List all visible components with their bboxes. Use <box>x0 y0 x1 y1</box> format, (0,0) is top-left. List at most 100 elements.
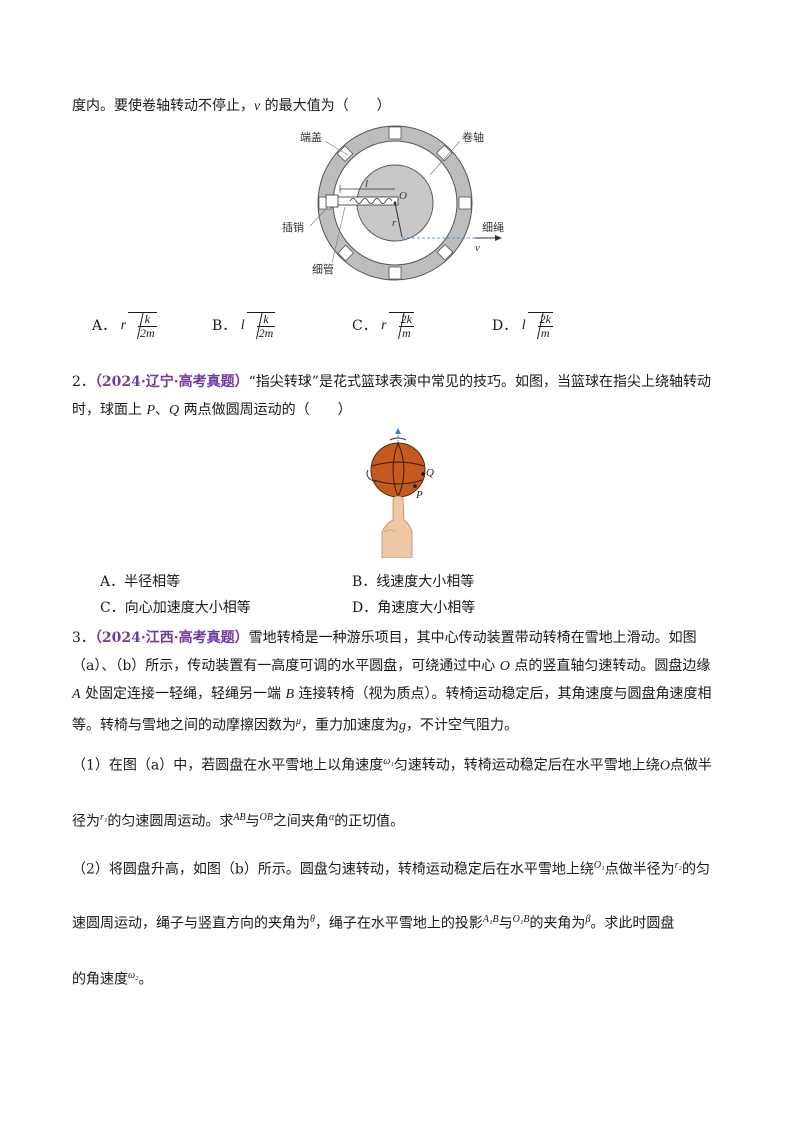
q2-option-b[interactable]: B．线速度大小相等 <box>352 572 474 592</box>
frac-num: 2k <box>398 312 414 327</box>
q3-text: 连接转椅（视为质点）。转椅运动稳定后，其角速度与圆盘角速度相 <box>294 686 712 702</box>
pin <box>325 194 339 208</box>
q3-text: 处固定连接一轻绳，轻绳另一端 <box>80 686 286 702</box>
q3-sub2-text: 的夹角为 <box>529 915 586 932</box>
option-coef: l <box>521 318 526 333</box>
hand <box>381 495 413 558</box>
q2-point-q: Q <box>169 403 180 418</box>
q3-text: （a）、（b）所示，传动装置有一高度可调的水平圆盘，可绕通过中心 <box>72 658 500 674</box>
q3-sub1-text: 的正切值。 <box>334 813 405 830</box>
option-text: 向心加速度大小相等 <box>124 600 251 616</box>
q3-sub2-line-1: （2）将圆盘升高，如图（b）所示。圆盘匀速转动，转椅运动稳定后在水平雪地上绕O₁… <box>72 856 710 880</box>
option-letter: C． <box>352 318 377 334</box>
q3-number: 3． <box>72 630 95 646</box>
spring <box>349 198 393 204</box>
q2-source-tag: （2024·辽宁·高考真题） <box>94 374 249 390</box>
q3-sub2-text: 速圆周运动，绳子与竖直方向的夹角为 <box>72 915 310 932</box>
q3-var-alpha: α <box>328 812 335 823</box>
label-v: v <box>475 242 480 254</box>
q3-sub1-text: 匀速转动，转椅运动稳定后在水平雪地上绕 <box>393 757 660 774</box>
option-letter: B． <box>212 318 237 334</box>
q3-source-tag: （2024·江西·高考真题） <box>94 630 249 646</box>
option-letter: A． <box>100 574 125 590</box>
q2-sep: 、 <box>155 402 170 418</box>
q3-var-ab: AB <box>233 812 246 823</box>
q3-var-r2: r₂ <box>674 860 682 871</box>
q3-sub2-text: （2）将圆盘升高，如图（b）所示。圆盘匀速转动，转椅运动稳定后在水平雪地上绕 <box>72 861 594 878</box>
q3-sub2-text: 。 <box>138 971 153 988</box>
q1-stem-text: 度内。要使卷轴转动不停止， <box>72 98 254 114</box>
q3-sub2-text: 的匀 <box>681 861 710 878</box>
frac-num: k <box>256 313 276 327</box>
option-text: 角速度大小相等 <box>377 600 476 616</box>
option-coef: r <box>381 318 387 333</box>
q3-var-o: O <box>659 758 670 774</box>
frac-num: k <box>138 313 157 327</box>
q2-number: 2． <box>72 374 95 390</box>
q3-text: ，不计空气阻力。 <box>406 717 519 734</box>
q3-var-g: g <box>399 718 407 734</box>
q2-stem-line-1: 2．（2024·辽宁·高考真题）“指尖转球”是花式篮球表演中常见的技巧。如图，当… <box>72 372 711 392</box>
q3-stem-line-4: 等。转椅与雪地之间的动摩擦因数为μ，重力加速度为g，不计空气阻力。 <box>72 712 518 737</box>
q1-var-v: v <box>254 99 261 114</box>
q2-stem-text-2a: 时，球面上 <box>72 402 147 418</box>
q3-sub1-text: 点做半 <box>669 757 712 774</box>
q3-sub2-text: 与 <box>498 915 513 932</box>
tube <box>327 196 399 206</box>
q3-var-o1: O₁ <box>593 860 605 871</box>
frac-num: 2k <box>537 312 553 327</box>
q3-var-a: A <box>72 687 81 702</box>
label-tube: 细管 <box>312 262 334 276</box>
q3-sub1-text: 的匀速圆周运动。求 <box>107 813 234 830</box>
q3-var-omega1: ω₁ <box>383 756 394 767</box>
label-l: l <box>365 178 368 190</box>
option-letter: B． <box>352 574 377 590</box>
q3-sub1-text: 与 <box>245 813 260 830</box>
radius-arrow <box>394 202 403 238</box>
q3-var-a1b: A₁B <box>482 914 499 925</box>
label-q: Q <box>426 467 434 479</box>
q1-stem-tail: 度内。要使卷轴转动不停止，v 的最大值为（ ） <box>72 96 391 117</box>
q3-sub1-line-2: 径为r₁的匀速圆周运动。求AB与OB之间夹角α的正切值。 <box>72 808 404 832</box>
q3-var-theta: θ <box>310 914 315 925</box>
option-letter: D． <box>492 318 518 334</box>
label-pin: 插销 <box>282 220 304 234</box>
q2-stem-line-2: 时，球面上 P、Q 两点做圆周运动的（ ） <box>72 400 352 421</box>
q3-var-o: O <box>499 659 510 674</box>
q2-option-c[interactable]: C．向心加速度大小相等 <box>100 598 251 618</box>
q3-stem-line-2: （a）、（b）所示，传动装置有一高度可调的水平圆盘，可绕通过中心 O 点的竖直轴… <box>72 656 710 677</box>
label-r: r <box>392 217 397 229</box>
q3-sub1-line-1: （1）在图（a）中，若圆盘在水平雪地上以角速度ω₁匀速转动，转椅运动稳定后在水平… <box>72 752 712 777</box>
q1-stem-text-2: 的最大值为（ ） <box>260 98 391 114</box>
q3-var-b: B <box>285 687 295 702</box>
q2-basketball-figure: Q P <box>366 428 434 558</box>
q3-var-r1: r₁ <box>100 812 108 823</box>
q3-var-ob: OB <box>259 812 273 823</box>
q3-text: 点的竖直轴匀速转动。圆盘边缘 <box>509 658 711 674</box>
q3-text: 等。转椅与雪地之间的动摩擦因数为 <box>72 717 296 734</box>
q3-sub2-line-2: 速圆周运动，绳子与竖直方向的夹角为θ，绳子在水平雪地上的投影A₁B与O₁B的夹角… <box>72 910 674 934</box>
option-text: 半径相等 <box>124 574 181 590</box>
q3-sub2-line-3: 的角速度ω₂。 <box>72 966 153 990</box>
frac-den: m <box>401 326 411 340</box>
option-letter: A． <box>92 318 117 334</box>
q3-stem-line-1: 3．（2024·江西·高考真题）雪地转椅是一种游乐项目，其中心传动装置带动转椅在… <box>72 628 697 648</box>
q3-stem-line-3: A 处固定连接一轻绳，轻绳另一端 B 连接转椅（视为质点）。转椅运动稳定后，其角… <box>72 684 711 705</box>
q3-sub2-text: ，绳子在水平雪地上的投影 <box>314 915 483 932</box>
q3-var-omega2: ω₂ <box>128 970 139 981</box>
q3-sub2-text: 。求此时圆盘 <box>590 915 675 932</box>
q3-sub1-text: 径为 <box>72 813 100 830</box>
label-rope: 细绳 <box>482 220 504 234</box>
q2-option-d[interactable]: D．角速度大小相等 <box>352 598 475 618</box>
q2-option-a[interactable]: A．半径相等 <box>100 572 180 592</box>
q3-var-mu: μ <box>296 716 302 727</box>
q1-reel-figure: 端盖 卷轴 插销 细绳 细管 l O r v <box>282 125 504 281</box>
